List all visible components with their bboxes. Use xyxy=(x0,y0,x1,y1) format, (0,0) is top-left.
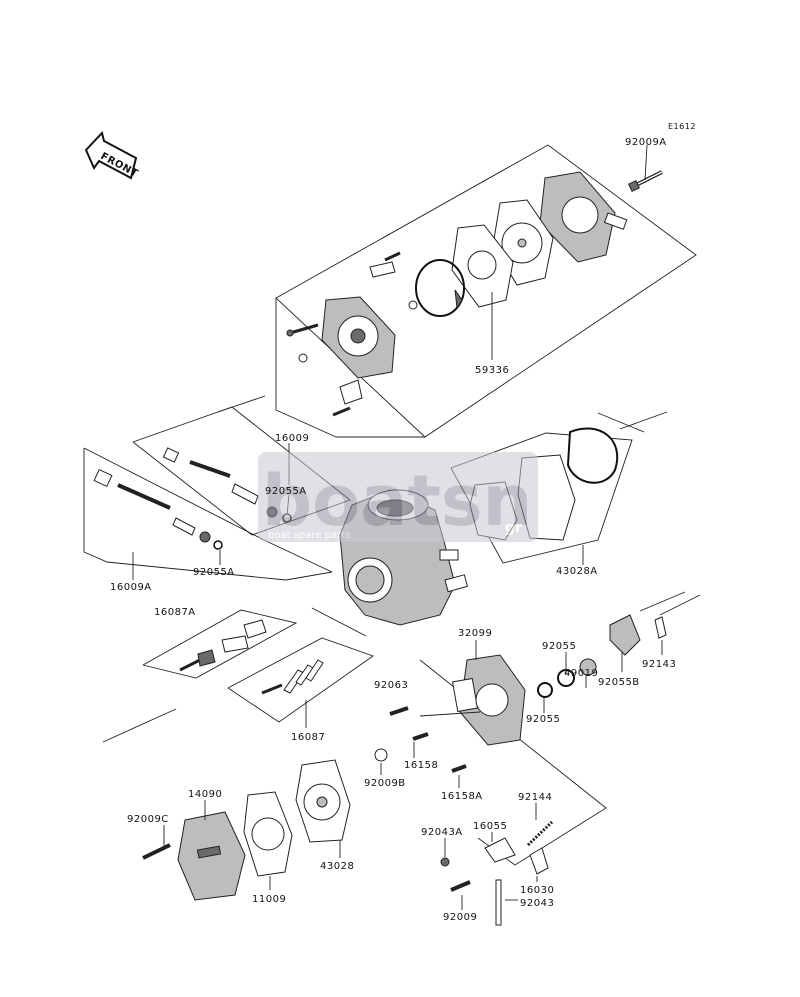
ring-gasket xyxy=(415,259,465,317)
gasket-upper xyxy=(451,224,514,308)
cover-14090 xyxy=(142,811,246,901)
part-label: 59336 xyxy=(475,365,509,376)
part-label: 92043 xyxy=(520,898,554,909)
fuel-pump-cover xyxy=(539,171,628,263)
part-label: 16030 xyxy=(520,885,554,896)
part-label: 16009A xyxy=(110,582,152,593)
part-labels: 92009A 59336 16009 92055A 43028A 16009A … xyxy=(110,137,676,923)
part-label: 92063 xyxy=(374,680,408,691)
diaphragm-43028 xyxy=(295,759,351,843)
part-label: 16055 xyxy=(473,821,507,832)
watermark-sub: boat spare parts xyxy=(268,530,350,541)
plate-16087 xyxy=(261,659,324,695)
part-label: 16087A xyxy=(154,607,196,618)
lower-screws xyxy=(374,706,467,773)
lower-body-32099 xyxy=(451,654,526,746)
part-label: 43028A xyxy=(556,566,598,577)
part-label: 92055 xyxy=(526,714,560,725)
small-parts-bottom-right xyxy=(440,820,554,926)
part-label: 14090 xyxy=(188,789,222,800)
part-label: 92043A xyxy=(421,827,463,838)
watermark: boatsn gr boat spare parts xyxy=(258,452,538,542)
small-screws-upper xyxy=(286,251,418,417)
part-label: 49019 xyxy=(564,668,598,679)
seal-parts-right xyxy=(537,614,667,698)
adjust-screw-16009A xyxy=(93,468,223,550)
part-label: 16009 xyxy=(275,433,309,444)
part-label: 16158A xyxy=(441,791,483,802)
part-label: 16158 xyxy=(404,760,438,771)
part-label: 43028 xyxy=(320,861,354,872)
part-label: 92009 xyxy=(443,912,477,923)
part-label: 92009B xyxy=(364,778,406,789)
watermark-tld: gr xyxy=(505,520,522,536)
part-label: 92009C xyxy=(127,814,169,825)
gasket-11009 xyxy=(243,791,293,877)
part-label: 92144 xyxy=(518,792,552,803)
part-label: 92055A xyxy=(265,486,307,497)
part-label: 16087 xyxy=(291,732,325,743)
bolt-92009A xyxy=(628,170,663,192)
plate-16087A xyxy=(179,619,267,672)
diagram-code: E1612 xyxy=(668,122,696,131)
part-label: 92055A xyxy=(193,567,235,578)
front-arrow-icon: FRONT xyxy=(84,130,140,180)
part-label: 92055 xyxy=(542,641,576,652)
part-label: 92143 xyxy=(642,659,676,670)
watermark-brand: boatsn xyxy=(262,460,532,542)
part-label: 92009A xyxy=(625,137,667,148)
part-label: 11009 xyxy=(252,894,286,905)
part-label: 32099 xyxy=(458,628,492,639)
fuel-pump-body xyxy=(321,296,396,379)
part-label: 92055B xyxy=(598,677,640,688)
